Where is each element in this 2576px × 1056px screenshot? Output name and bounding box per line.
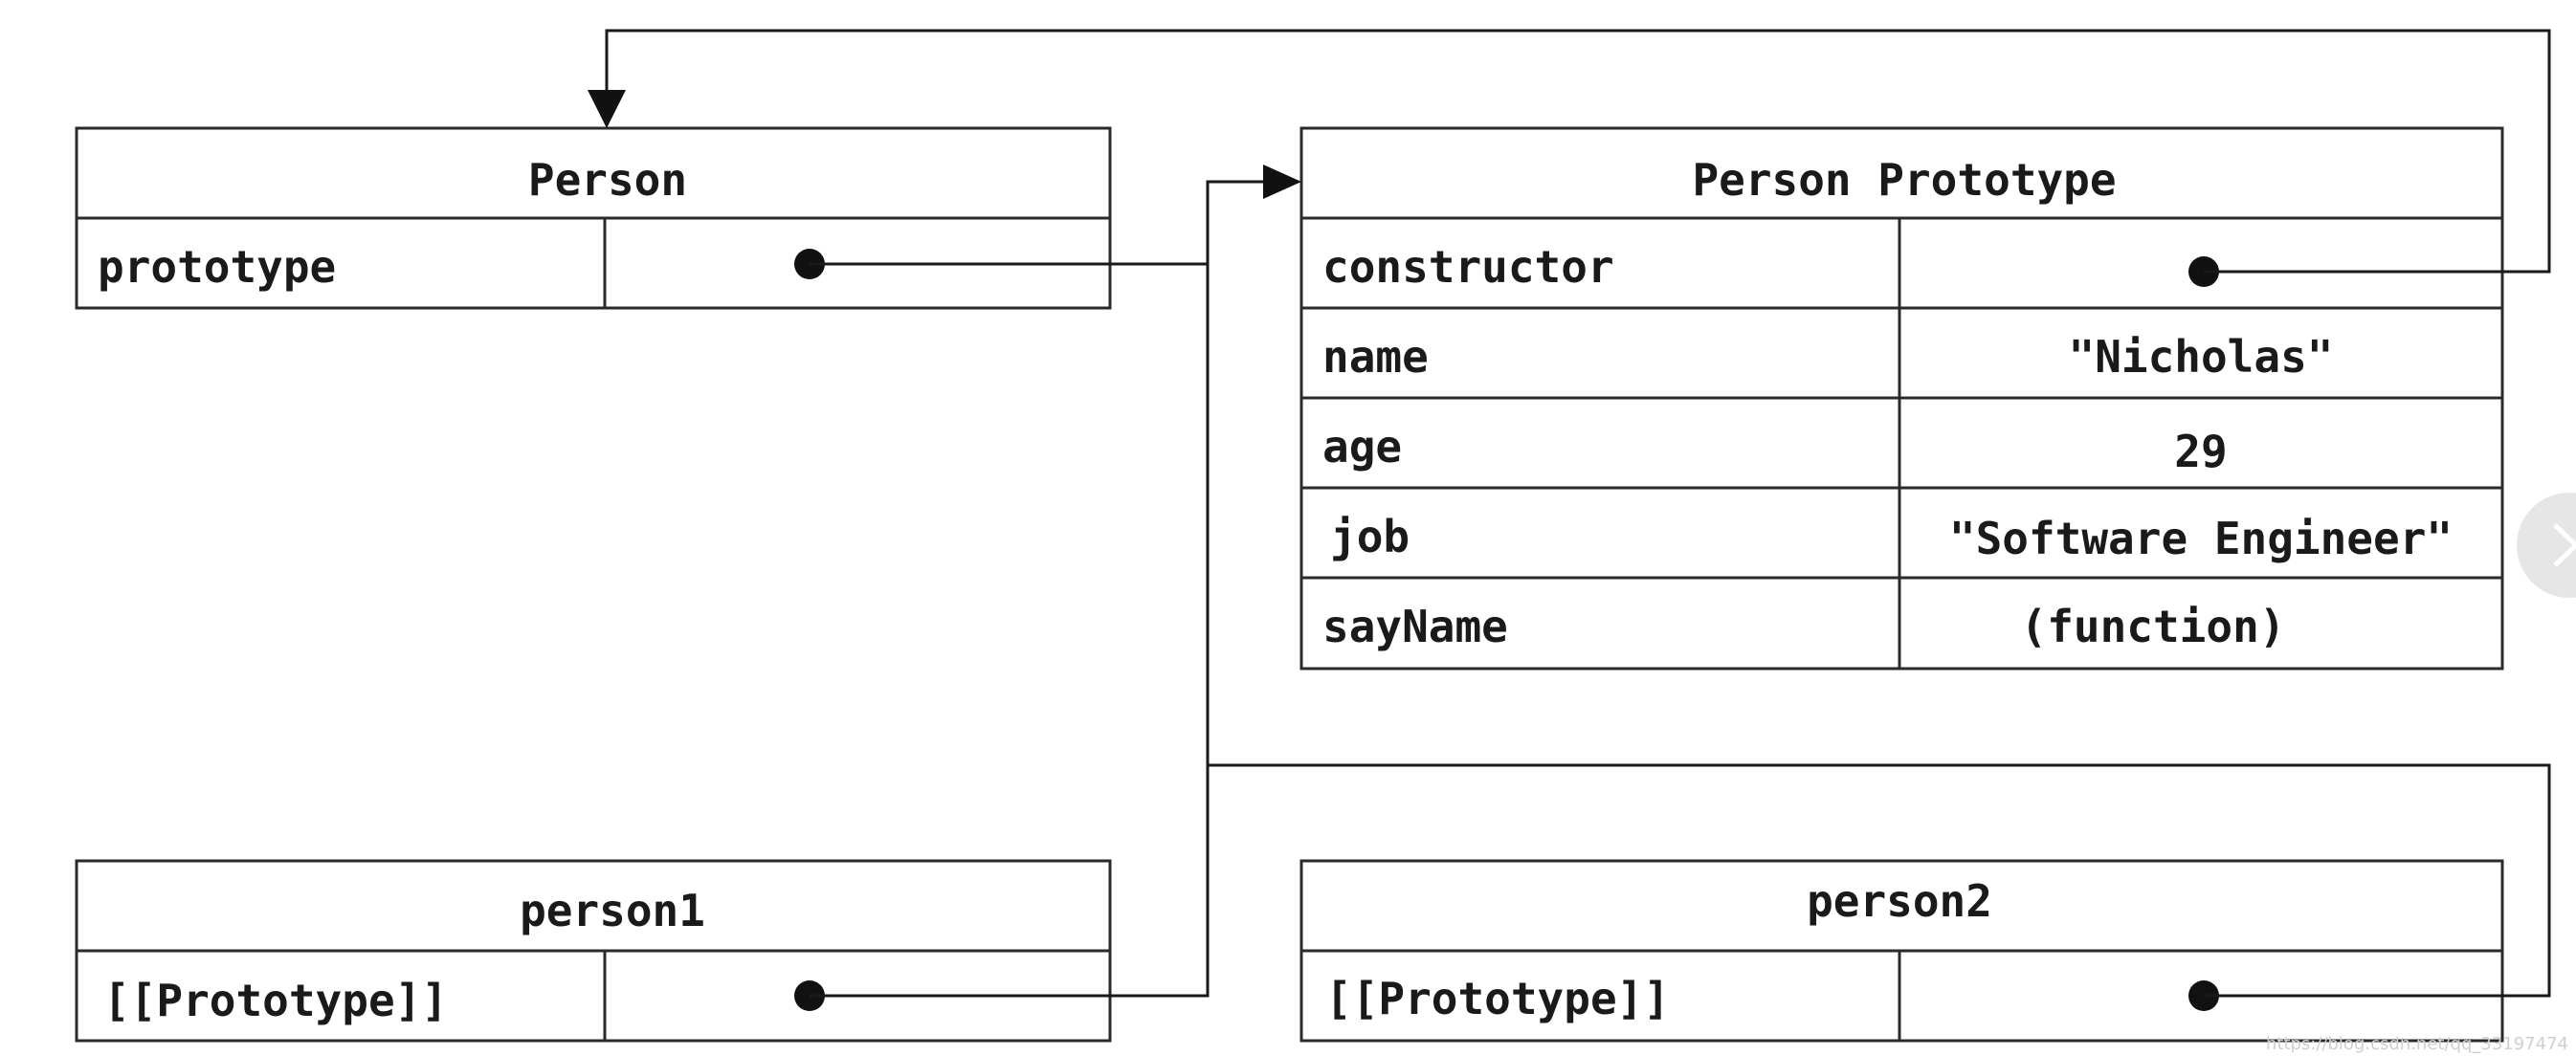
prototype-row-key: sayName (1322, 601, 1508, 652)
constructor-pointer (588, 29, 2551, 287)
person-prototype-title: Person Prototype (1692, 154, 2116, 206)
person1-box: person1 [[Prototype]] (75, 859, 1112, 1043)
prototype-row-value: "Software Engineer" (1949, 513, 2453, 564)
prototype-row-value: (function) (2021, 601, 2286, 652)
person1-prototype-pointer (794, 264, 1210, 1011)
prototype-row-key: name (1322, 331, 1429, 383)
arrowhead-icon (588, 90, 626, 128)
prototype-row-key: constructor (1322, 241, 1614, 293)
person-box-title: Person (528, 154, 687, 206)
chevron-right-icon (2553, 523, 2576, 567)
person-row-key: prototype (98, 241, 336, 293)
watermark: https://blog.csdn.net/qq_33197474 (2265, 1034, 2568, 1054)
prototype-row-key: job (1330, 511, 1410, 562)
arrowhead-icon (1263, 165, 1301, 199)
person2-box: person2 [[Prototype]] (1299, 859, 2504, 1043)
prototype-row-value: 29 (2174, 426, 2227, 477)
person-box: Person prototype (75, 126, 1112, 310)
person2-box-title: person2 (1807, 875, 1992, 927)
person-prototype-pointer (794, 165, 1301, 279)
prototype-row-value: "Nicholas" (2069, 331, 2334, 383)
person2-prototype-pointer (1206, 763, 2551, 1011)
person1-box-title: person1 (520, 885, 705, 936)
person-prototype-box: Person Prototype constructor name "Nicho… (1299, 126, 2504, 671)
person2-row-key: [[Prototype]] (1325, 973, 1670, 1024)
person1-row-key: [[Prototype]] (103, 975, 448, 1026)
prototype-row-key: age (1322, 421, 1402, 473)
